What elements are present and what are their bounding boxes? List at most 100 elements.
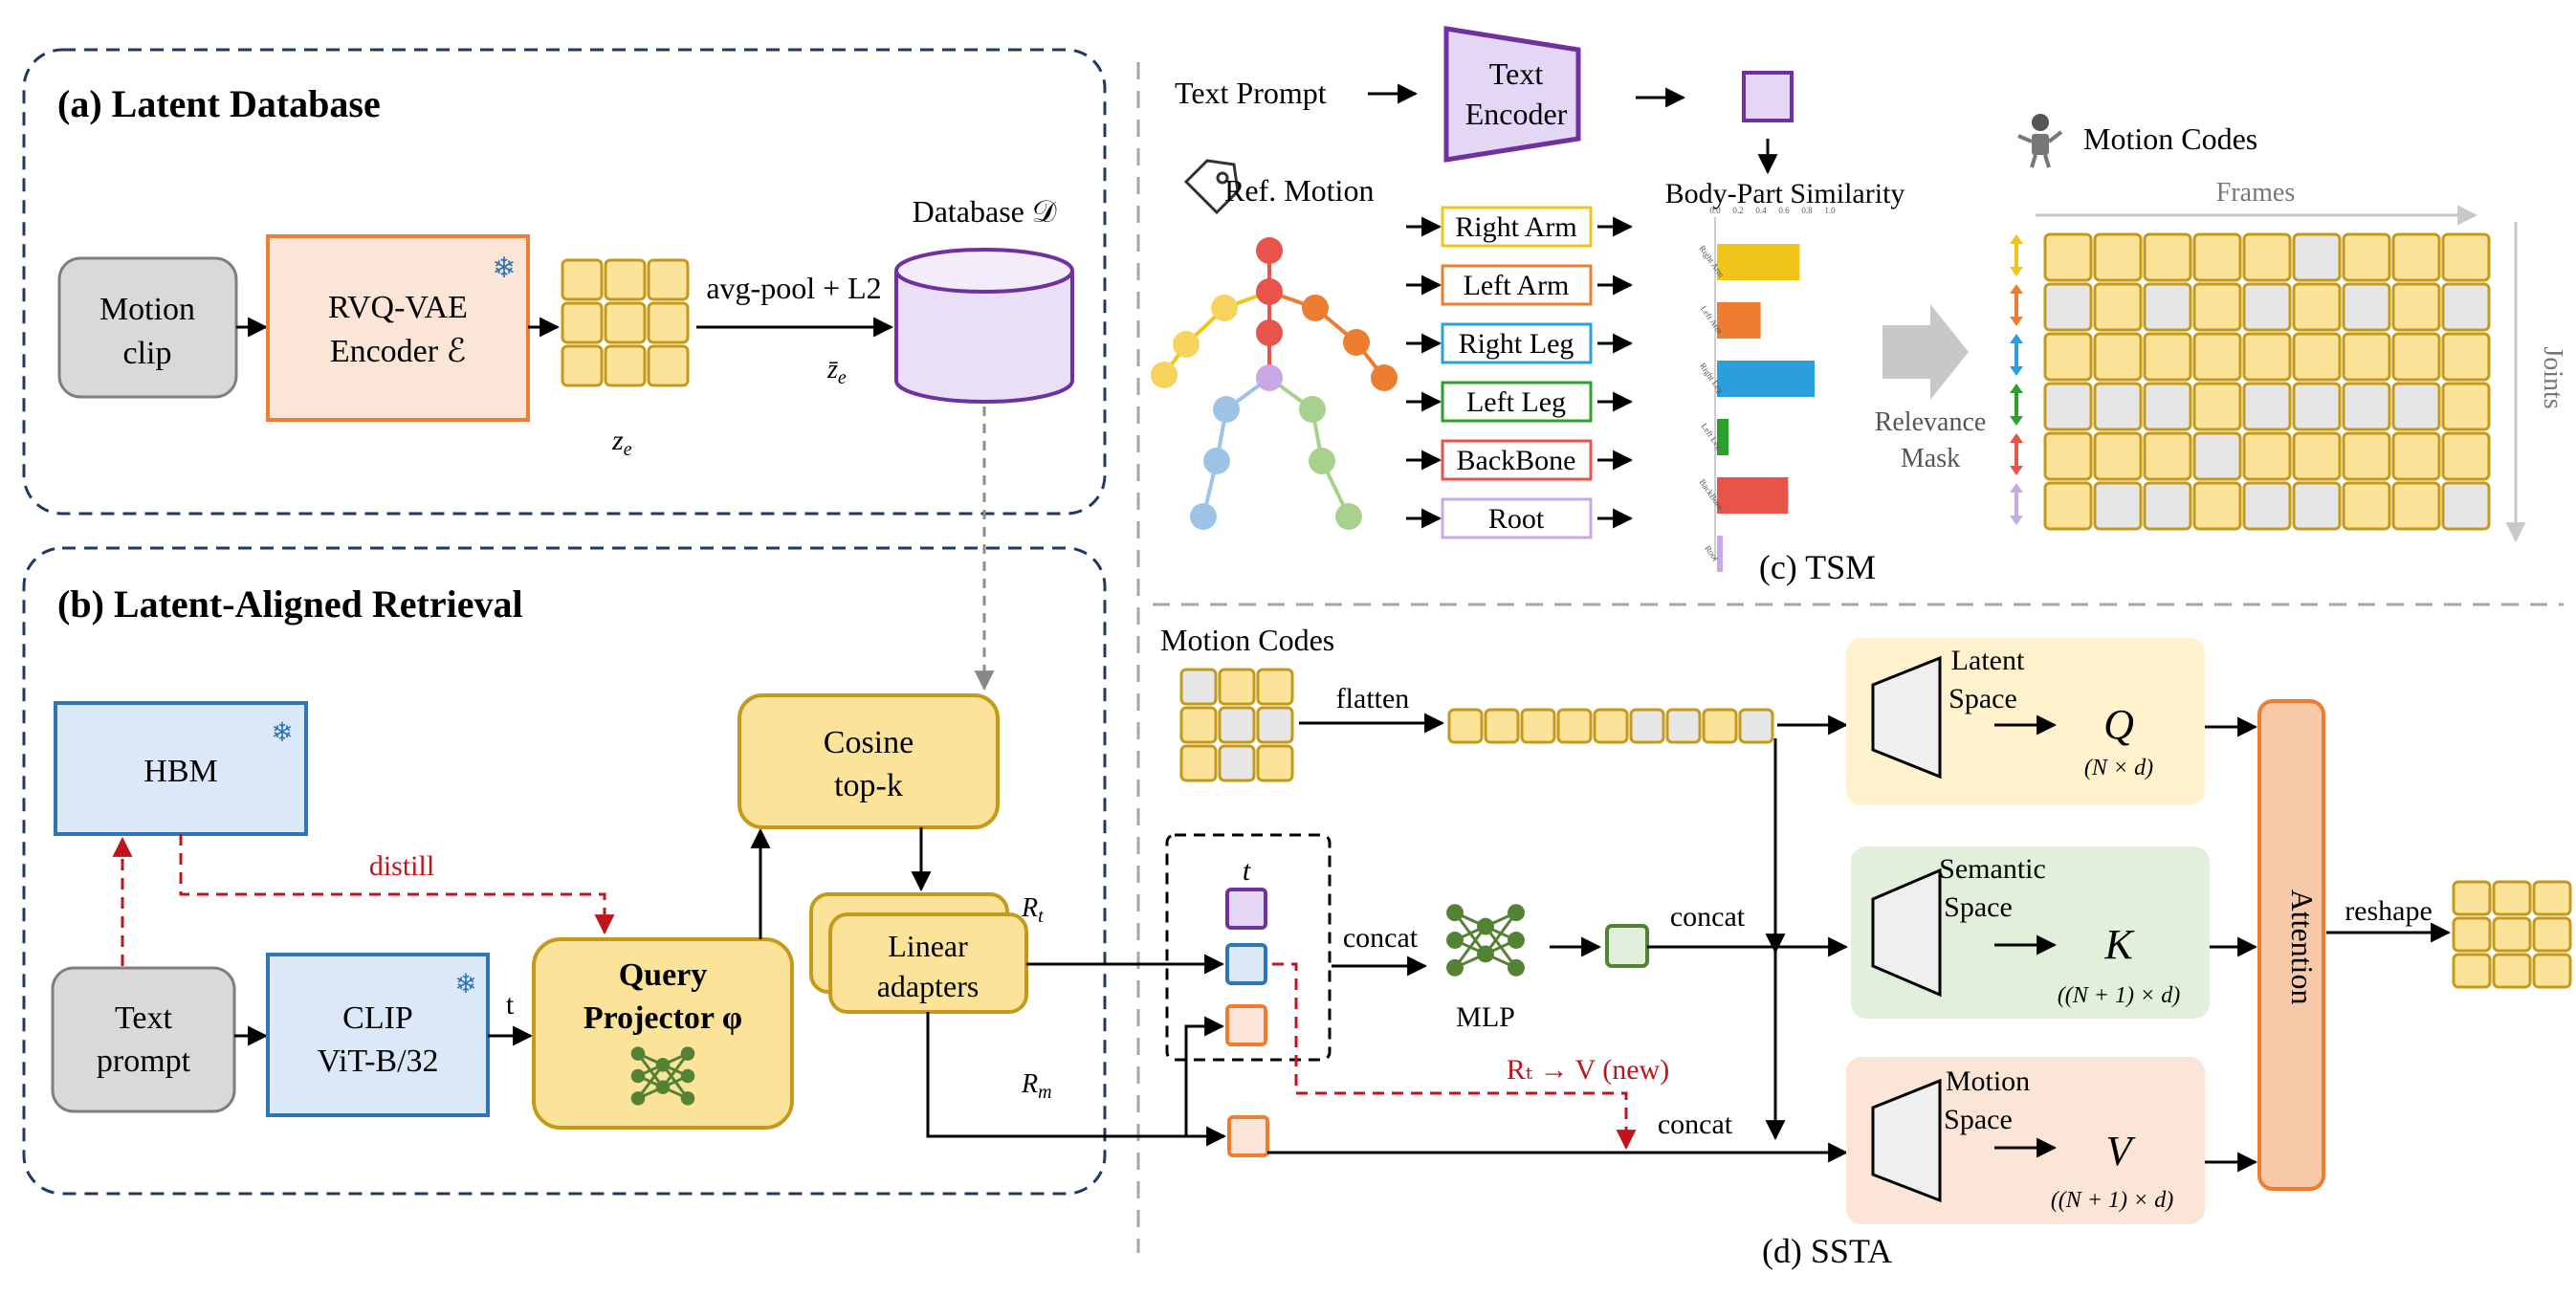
joint-arrow-down bbox=[2010, 416, 2023, 426]
encoder-line2: Encoder ℰ bbox=[330, 334, 466, 369]
token-cell bbox=[2043, 232, 2093, 282]
clip-box bbox=[266, 953, 490, 1117]
latent-line2: Space bbox=[1949, 683, 2017, 714]
part-label: BackBone bbox=[1457, 445, 1576, 476]
token-cell bbox=[2143, 481, 2192, 531]
panel-b: (b) Latent-Aligned Retrieval HBM ❄ disti… bbox=[22, 546, 1107, 1196]
net-node bbox=[1446, 958, 1464, 977]
token-cell bbox=[2292, 382, 2342, 431]
relevance-line2: Mask bbox=[1901, 444, 1960, 473]
pool-label: avg-pool + L2 bbox=[706, 271, 881, 305]
skeleton-joint bbox=[1256, 364, 1283, 391]
k-symbol: K bbox=[2103, 921, 2135, 968]
q-symbol: Q bbox=[2103, 701, 2134, 748]
token-cell bbox=[2292, 232, 2342, 282]
motion-code-grid bbox=[1179, 668, 1294, 782]
panel-d: Motion Codes flatten t Rₜ → V (new) conc… bbox=[926, 623, 2572, 1270]
token-cell bbox=[647, 344, 690, 387]
token-cell bbox=[2342, 481, 2391, 531]
text-encoder-line1: Text bbox=[1489, 56, 1544, 91]
ref-motion-tag-icon bbox=[1183, 159, 1240, 215]
token-cell bbox=[2093, 282, 2143, 332]
chart-bar bbox=[1717, 536, 1723, 572]
motion-line2: Space bbox=[1944, 1104, 2013, 1135]
token-cell bbox=[2143, 382, 2192, 431]
t-label-d: t bbox=[1243, 855, 1251, 887]
token-cell bbox=[1256, 706, 1294, 744]
panel-a-border bbox=[22, 48, 1107, 516]
token-cell bbox=[1179, 668, 1218, 706]
rm-label: Rm bbox=[1021, 1069, 1052, 1103]
arrow-distill bbox=[179, 834, 615, 935]
chart-x-tick: 0.2 bbox=[1732, 206, 1743, 215]
panel-b-title: (b) Latent-Aligned Retrieval bbox=[57, 582, 523, 626]
skeleton-joint bbox=[1256, 319, 1283, 346]
k-dim: ((N + 1) × d) bbox=[2058, 983, 2180, 1008]
token-cell bbox=[2452, 953, 2492, 989]
joint-arrow-up bbox=[2010, 284, 2023, 294]
token-cell bbox=[2242, 382, 2292, 431]
flat-token bbox=[1556, 708, 1593, 744]
output-token-grid bbox=[2452, 880, 2572, 989]
semantic-line2: Space bbox=[1944, 891, 2013, 923]
rt-label: Rt bbox=[1021, 893, 1044, 927]
token-cell bbox=[2391, 382, 2441, 431]
motion-codes-title: Motion Codes bbox=[2083, 121, 2257, 156]
flat-token bbox=[1665, 708, 1702, 744]
motion-line1: Motion bbox=[1946, 1065, 2030, 1097]
similarity-title: Body-Part Similarity bbox=[1665, 178, 1905, 209]
motion-clip-line2: clip bbox=[123, 336, 172, 371]
text-encoder-line2: Encoder bbox=[1465, 97, 1568, 131]
skeleton-joint bbox=[1213, 396, 1240, 423]
token-cell bbox=[2242, 282, 2292, 332]
net-node bbox=[655, 1058, 671, 1072]
token-cell bbox=[2192, 332, 2242, 382]
token-cell bbox=[2192, 282, 2242, 332]
hbm-label: HBM bbox=[143, 754, 217, 789]
chart-bar bbox=[1717, 302, 1761, 339]
text-encoder-trapezoid bbox=[1443, 26, 1581, 163]
part-label: Right Arm bbox=[1455, 211, 1577, 243]
robot-icon bbox=[2017, 114, 2063, 168]
semantic-projector-icon bbox=[1871, 868, 1942, 998]
token-cell bbox=[2043, 431, 2093, 481]
skeleton-joint bbox=[1302, 295, 1329, 321]
net-node bbox=[630, 1091, 646, 1106]
token-cell bbox=[2532, 953, 2572, 989]
panel-c: Text Prompt Text Encoder Ref. Motion Rig… bbox=[1151, 26, 2567, 586]
arrow-rm bbox=[926, 1012, 1225, 1138]
skeleton-joint bbox=[1203, 448, 1230, 474]
token-cell bbox=[561, 301, 604, 344]
text-prompt-line1: Text bbox=[115, 1000, 172, 1036]
snowflake-icon: ❄ bbox=[271, 718, 293, 748]
net-node bbox=[1477, 945, 1494, 963]
motion-projector-icon bbox=[1871, 1078, 1942, 1203]
flat-token bbox=[1520, 708, 1556, 744]
token-cell bbox=[1256, 744, 1294, 782]
skeleton-joint bbox=[1256, 237, 1283, 264]
mlp-output-token bbox=[1605, 924, 1649, 968]
chart-x-tick: 1.0 bbox=[1824, 206, 1836, 215]
token-cell bbox=[2492, 880, 2532, 916]
token-cell bbox=[2441, 332, 2491, 382]
joint-arrows bbox=[2010, 234, 2023, 525]
token-cell bbox=[1218, 744, 1256, 782]
motion-clip-box bbox=[57, 256, 238, 399]
token-cell bbox=[2292, 332, 2342, 382]
panel-c-title: (c) TSM bbox=[1759, 548, 1876, 586]
adapters-line2: adapters bbox=[877, 969, 980, 1003]
relevance-line1: Relevance bbox=[1875, 407, 1987, 437]
text-prompt-box bbox=[51, 966, 236, 1113]
part-box bbox=[1441, 381, 1593, 423]
net-node bbox=[1508, 958, 1525, 977]
text-prompt-line2: prompt bbox=[97, 1043, 191, 1079]
token-cell bbox=[561, 258, 604, 301]
panel-a: (a) Latent Database Motion clip RVQ-VAE … bbox=[22, 48, 1107, 516]
skeleton-joint bbox=[1173, 331, 1200, 358]
token-cell bbox=[2342, 332, 2391, 382]
text-prompt-label: Text Prompt bbox=[1175, 76, 1327, 110]
concat-label-2: concat bbox=[1670, 901, 1746, 933]
token-cell bbox=[2292, 431, 2342, 481]
